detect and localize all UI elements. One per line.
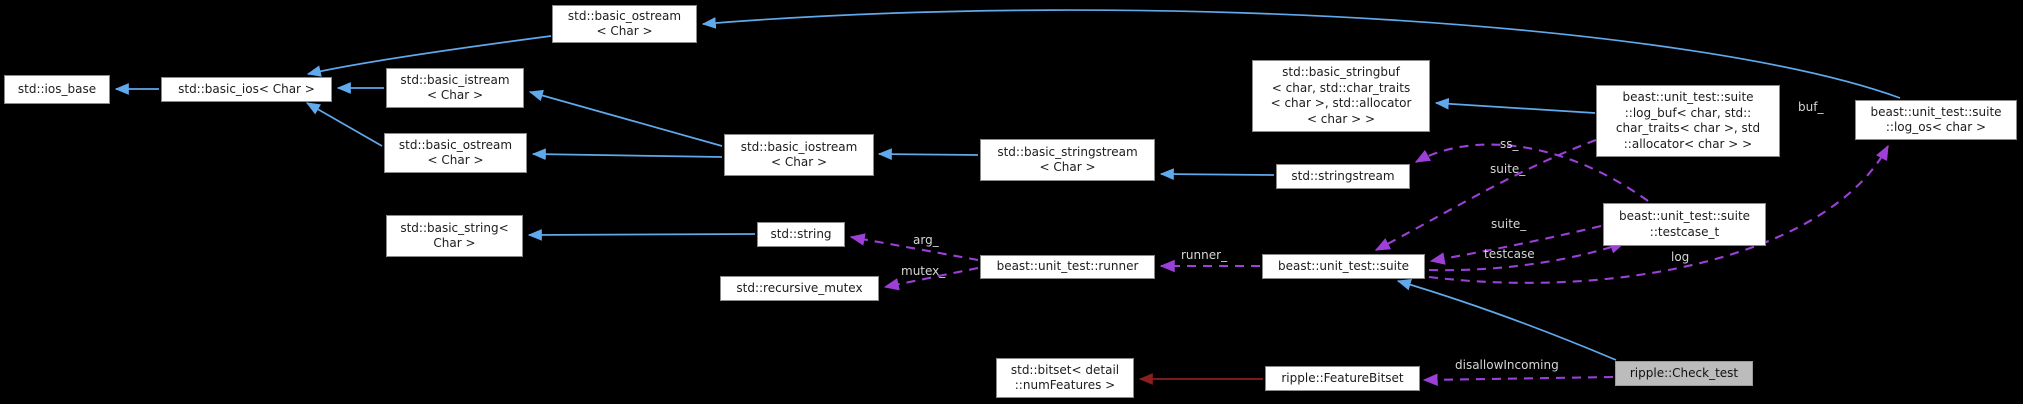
node-label: std::basic_stringstream — [997, 144, 1138, 159]
node-label: ::allocator< char > > — [1623, 136, 1753, 151]
node-label: ::log_os< char > — [1885, 120, 1987, 134]
node-label: Char > — [433, 236, 476, 250]
node-label: std::basic_ostream — [398, 137, 513, 152]
node-label: < char >, std::allocator — [1270, 96, 1412, 110]
node-std-basic-ostream-bottom[interactable]: std::basic_ostream < Char > — [384, 133, 527, 173]
node-label: std::stringstream — [1291, 168, 1395, 183]
node-label: std::bitset< detail — [1010, 362, 1120, 377]
edge-label-mutex: mutex_ — [901, 264, 946, 278]
node-beast-unit-test-suite-log-os[interactable]: beast::unit_test::suite ::log_os< char > — [1855, 100, 2017, 140]
node-label: beast::unit_test::suite — [1618, 209, 1751, 223]
node-label: ::testcase_t — [1649, 224, 1720, 239]
edge-basic-ostream-bottom-to-basic-ios — [305, 102, 383, 147]
node-label: beast::unit_test::suite — [1622, 90, 1754, 104]
node-beast-unit-test-suite-testcase-t[interactable]: beast::unit_test::suite ::testcase_t — [1603, 203, 1766, 246]
node-std-basic-istream[interactable]: std::basic_istream < Char > — [386, 68, 524, 108]
node-label: std::basic_iostream — [740, 139, 858, 154]
node-label: std::recursive_mutex — [736, 280, 863, 295]
node-std-recursive-mutex[interactable]: std::recursive_mutex — [720, 276, 879, 301]
edge-log-os-to-basic-ostream-top — [701, 9, 1901, 99]
node-label: std::basic_stringbuf — [1282, 65, 1400, 79]
node-label: ripple::Check_test — [1629, 365, 1739, 380]
node-std-basic-ostream-top[interactable]: std::basic_ostream < Char > — [552, 5, 697, 43]
edge-label-suite-lower: suite_ — [1491, 217, 1527, 231]
node-label: std::ios_base — [17, 81, 97, 96]
node-std-basic-iostream[interactable]: std::basic_iostream < Char > — [724, 134, 874, 176]
node-label: std::basic_istream — [400, 72, 510, 87]
node-label: < Char > — [1039, 160, 1096, 174]
edge-basic-ostream-top-to-basic-ios — [306, 35, 552, 77]
edge-basic-iostream-to-basic-istream — [528, 89, 723, 147]
edge-check-test-to-suite — [1396, 279, 1617, 361]
node-beast-unit-test-runner[interactable]: beast::unit_test::runner — [980, 255, 1155, 279]
node-label: < Char > — [596, 24, 653, 38]
usage-edges — [849, 139, 1889, 387]
node-label: < char, std::char_traits — [1271, 80, 1411, 95]
node-label: beast::unit_test::suite — [1870, 104, 2002, 119]
node-label: std::basic_string< — [400, 220, 509, 235]
node-ripple-featurebitset[interactable]: ripple::FeatureBitset — [1265, 366, 1420, 391]
node-label: std::string — [770, 226, 832, 241]
edge-label-testcase: testcase — [1484, 247, 1535, 261]
edge-stringstream-to-basic-stringstream — [1159, 168, 1275, 180]
edge-label-suite-upper: suite_ — [1490, 162, 1526, 176]
node-std-basic-ios[interactable]: std::basic_ios< Char > — [161, 77, 332, 102]
node-label: ripple::FeatureBitset — [1281, 370, 1404, 385]
edge-basic-stringstream-to-basic-iostream — [877, 148, 979, 160]
node-std-basic-string[interactable]: std::basic_string< Char > — [386, 215, 523, 257]
edge-label-log: log — [1671, 250, 1690, 264]
edge-label-runner: runner_ — [1181, 248, 1228, 262]
node-ripple-check-test: ripple::Check_test — [1615, 361, 1753, 386]
edge-testcase-ss-to-stringstream — [1414, 143, 1649, 202]
node-label: < Char > — [427, 153, 484, 167]
edge-runner-arg-to-string — [849, 233, 979, 262]
node-std-basic-stringbuf[interactable]: std::basic_stringbuf < char, std::char_t… — [1252, 60, 1430, 132]
inheritance-edges — [114, 9, 1901, 361]
edge-basic-iostream-to-basic-ostream-bottom — [531, 148, 723, 161]
edge-suite-testcase-to-testcase-t — [1428, 241, 1626, 272]
edge-label-disallow-incoming: disallowIncoming — [1455, 358, 1559, 372]
node-std-bitset-numfeatures[interactable]: std::bitset< detail ::numFeatures > — [996, 358, 1134, 398]
edge-suite-log-to-log-os — [1428, 144, 1889, 284]
node-label: ::log_buf< char, std:: — [1624, 105, 1752, 120]
node-label: char_traits< char >, std — [1615, 121, 1761, 135]
node-label: beast::unit_test::suite — [1277, 258, 1410, 273]
node-label: < Char > — [426, 88, 483, 102]
edge-log-buf-to-basic-stringbuf — [1434, 97, 1596, 114]
edge-check-test-disallow-to-feature-bitset — [1422, 373, 1614, 387]
node-label: std::basic_ostream — [567, 8, 682, 23]
node-std-stringstream[interactable]: std::stringstream — [1276, 164, 1410, 189]
edge-log-buf-suite-to-suite — [1374, 139, 1597, 251]
node-std-string[interactable]: std::string — [757, 222, 845, 247]
edge-label-arg: arg_ — [913, 233, 939, 247]
node-beast-unit-test-suite[interactable]: beast::unit_test::suite — [1262, 254, 1425, 279]
edge-testcase-suite-to-suite — [1429, 224, 1602, 265]
node-std-basic-stringstream[interactable]: std::basic_stringstream < Char > — [980, 139, 1155, 181]
node-label: < Char > — [770, 155, 827, 169]
edge-label-buf: buf_ — [1798, 100, 1824, 114]
node-label: std::basic_ios< Char > — [178, 81, 315, 96]
node-std-ios-base[interactable]: std::ios_base — [4, 75, 110, 104]
node-label: ::numFeatures > — [1014, 378, 1116, 392]
node-label: beast::unit_test::runner — [996, 259, 1139, 274]
edge-label-ss: ss_ — [1500, 137, 1519, 151]
edge-string-to-basic-string — [527, 229, 756, 241]
node-label: < char > > — [1306, 111, 1376, 126]
node-beast-unit-test-suite-log-buf[interactable]: beast::unit_test::suite ::log_buf< char,… — [1596, 85, 1780, 157]
